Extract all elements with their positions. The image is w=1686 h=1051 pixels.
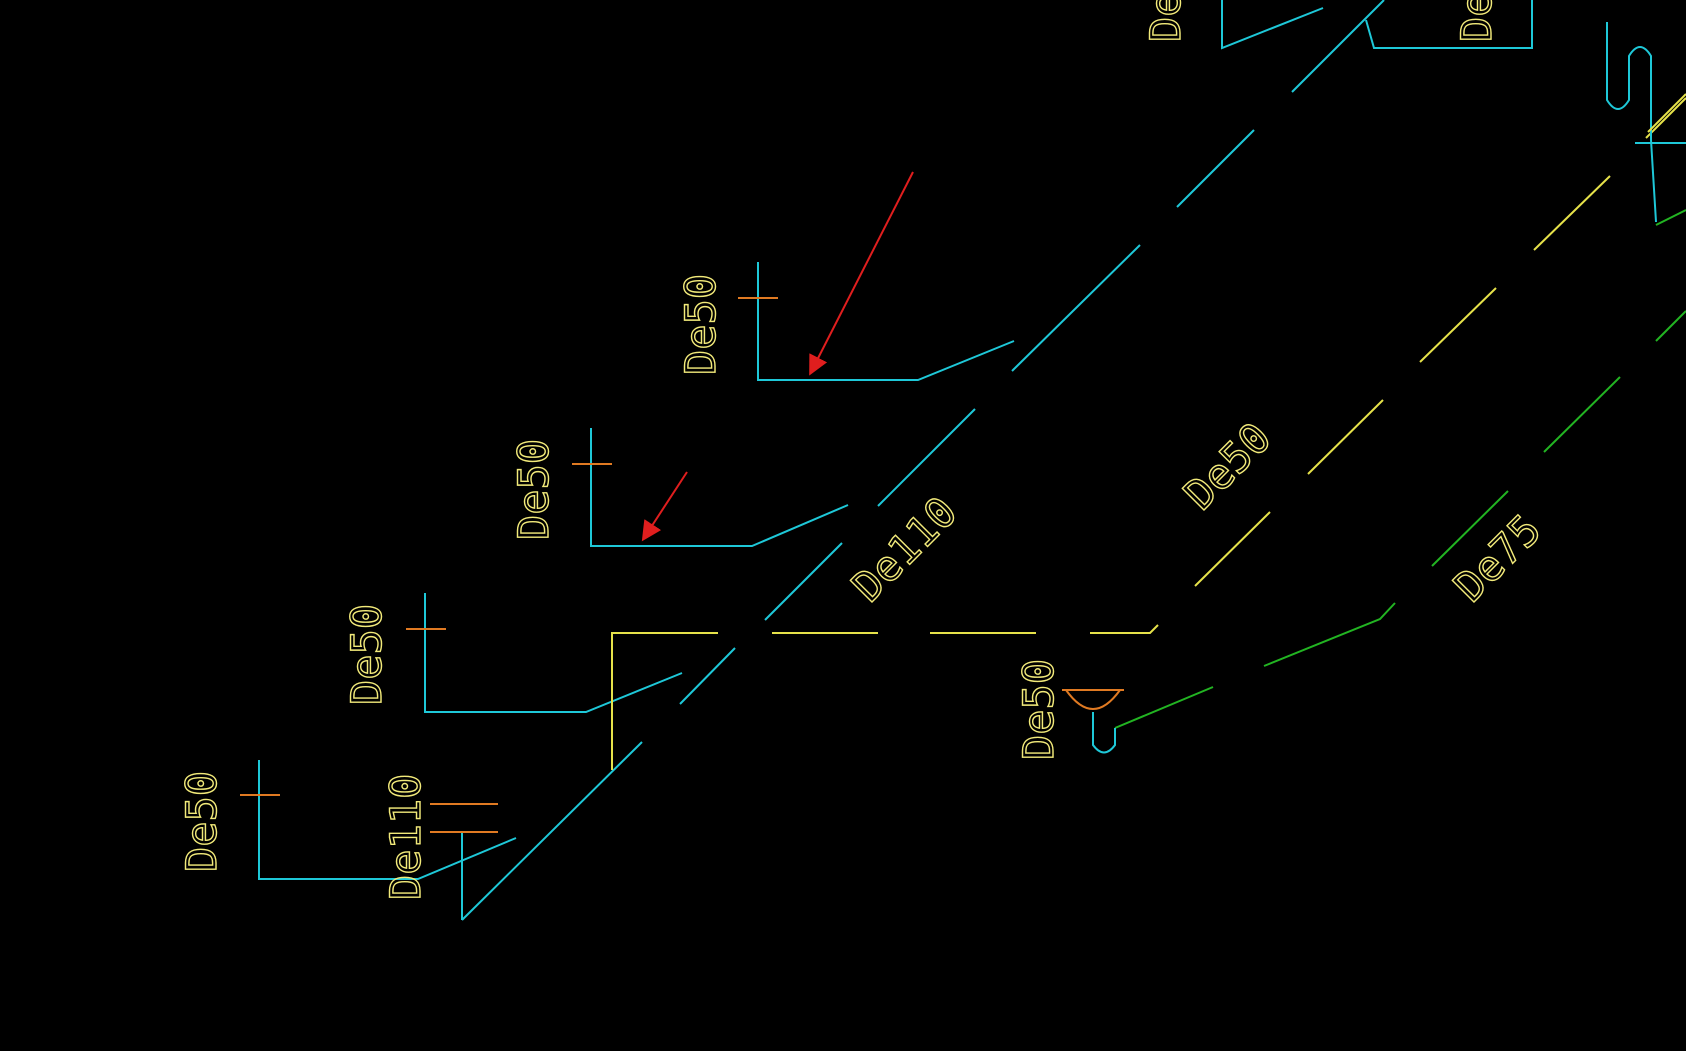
p-trap-icon (1092, 712, 1116, 754)
floor-drain-label: De50 (1014, 659, 1063, 760)
main-diagonal-pipe[interactable] (461, 0, 1385, 921)
riser-label: De110 (381, 774, 430, 900)
branch-pipe-3[interactable] (424, 593, 683, 713)
branch-pipe-1[interactable] (757, 262, 1015, 381)
top-pipe-segments[interactable] (1221, 0, 1686, 223)
yellow-drain-pipe[interactable] (611, 97, 1686, 770)
branch-pipe-2[interactable] (590, 428, 849, 547)
vent-pipe-yellow-top[interactable] (1647, 93, 1686, 133)
branch-pipe-4[interactable] (258, 760, 517, 920)
floor-drain-icon (1062, 689, 1124, 710)
branch-label-2: De50 (509, 439, 558, 540)
top-right-label: De (1452, 0, 1501, 42)
top-left-label: De (1141, 0, 1190, 42)
riser-cap-icon (430, 803, 498, 833)
annotation-arrow-2 (641, 471, 688, 542)
branch-label-4: De50 (177, 771, 226, 872)
green-drain-pipe[interactable] (1114, 209, 1686, 729)
branch-label-3: De50 (342, 604, 391, 705)
branch-label-1: De50 (676, 274, 725, 375)
annotation-arrow-1 (809, 171, 914, 376)
